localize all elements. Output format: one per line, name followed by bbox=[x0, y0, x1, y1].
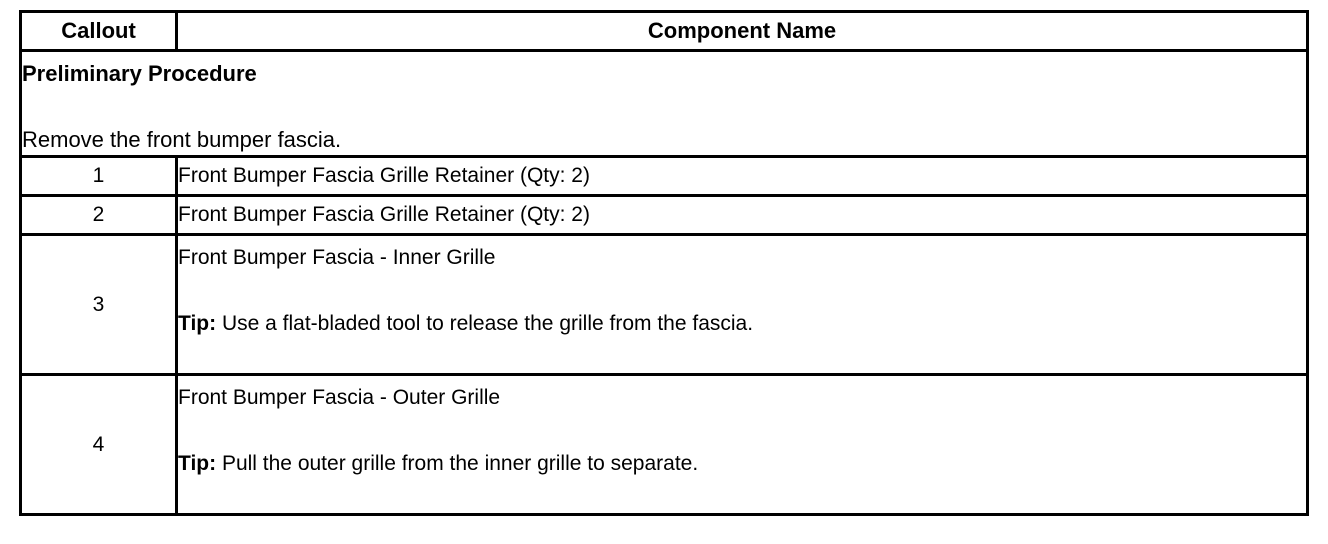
header-row: Callout Component Name bbox=[19, 10, 1309, 52]
callout-cell: 1 bbox=[19, 155, 178, 197]
component-name: Front Bumper Fascia - Outer Grille bbox=[178, 386, 501, 409]
component-name-cell: Front Bumper Fascia Grille Retainer (Qty… bbox=[175, 155, 1309, 197]
tip-body: Use a flat-bladed tool to release the gr… bbox=[216, 312, 754, 335]
preliminary-cell: Preliminary Procedure Remove the front b… bbox=[19, 49, 1309, 158]
tip-text: Tip: Pull the outer grille from the inne… bbox=[178, 451, 1306, 477]
preliminary-row: Preliminary Procedure Remove the front b… bbox=[19, 49, 1309, 158]
table-row: 4 Front Bumper Fascia - Outer Grille Tip… bbox=[19, 373, 1309, 516]
callout-cell: 3 bbox=[19, 233, 178, 376]
component-name-cell: Front Bumper Fascia - Outer Grille Tip: … bbox=[175, 373, 1309, 516]
preliminary-text: Remove the front bumper fascia. bbox=[22, 127, 342, 152]
tip-text: Tip: Use a flat-bladed tool to release t… bbox=[178, 311, 1306, 337]
table-row: 2 Front Bumper Fascia Grille Retainer (Q… bbox=[19, 194, 1309, 236]
callout-header: Callout bbox=[19, 10, 178, 52]
table-row: 3 Front Bumper Fascia - Inner Grille Tip… bbox=[19, 233, 1309, 376]
procedure-table: Callout Component Name Preliminary Proce… bbox=[19, 10, 1309, 516]
component-name-cell: Front Bumper Fascia Grille Retainer (Qty… bbox=[175, 194, 1309, 236]
component-name: Front Bumper Fascia - Inner Grille bbox=[178, 246, 496, 269]
tip-label: Tip: bbox=[178, 452, 217, 475]
table-row: 1 Front Bumper Fascia Grille Retainer (Q… bbox=[19, 155, 1309, 197]
preliminary-title: Preliminary Procedure bbox=[22, 61, 257, 86]
callout-cell: 4 bbox=[19, 373, 178, 516]
component-name-cell: Front Bumper Fascia - Inner Grille Tip: … bbox=[175, 233, 1309, 376]
tip-body: Pull the outer grille from the inner gri… bbox=[216, 452, 699, 475]
component-name-header: Component Name bbox=[175, 10, 1309, 52]
callout-cell: 2 bbox=[19, 194, 178, 236]
tip-label: Tip: bbox=[178, 312, 217, 335]
